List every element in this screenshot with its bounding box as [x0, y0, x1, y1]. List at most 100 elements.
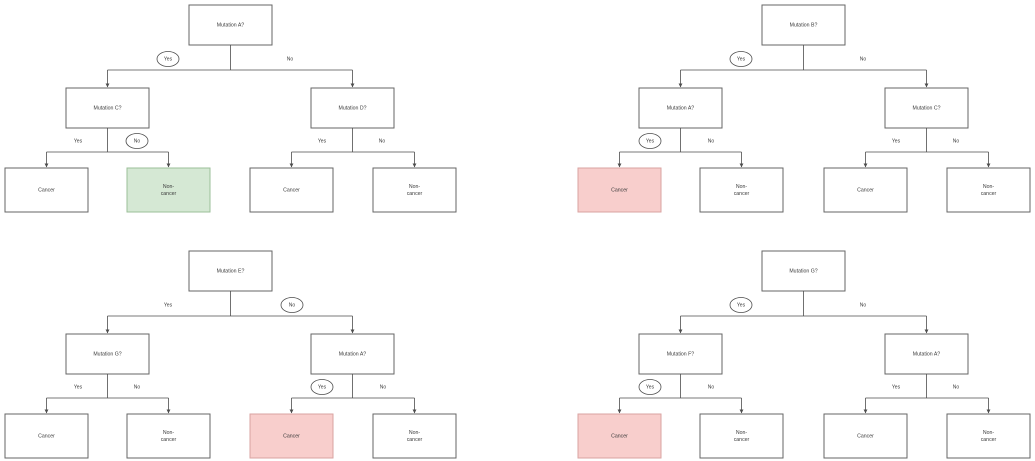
tree-bottom-right-leaf-1-1[interactable]: Non-cancer	[946, 413, 1031, 459]
tree-bottom-left-node-1[interactable]: Mutation A?	[310, 333, 395, 375]
tree-bottom-left-node-1-edges	[289, 374, 417, 414]
tree-top-right-node-0-branch-label-yes[interactable]: Yes	[638, 133, 662, 149]
tree-top-right-leaf-0-1-rect[interactable]	[699, 167, 784, 213]
tree-top-left-leaf-1-0-rect[interactable]	[249, 167, 334, 213]
tree-top-left-node-1-branch-label-yes[interactable]: Yes	[318, 138, 327, 144]
tree-bottom-left-node-0[interactable]: Mutation G?	[65, 333, 150, 375]
tree-bottom-right-leaf-1-0[interactable]: Cancer	[823, 413, 908, 459]
tree-top-right-leaf-1-0[interactable]: Cancer	[823, 167, 908, 213]
tree-bottom-left-node-1-branch-label-yes[interactable]: Yes	[310, 379, 334, 395]
tree-bottom-left-leaf-1-0[interactable]: Cancer	[249, 413, 334, 459]
tree-bottom-left-leaf-1-1[interactable]: Non-cancer	[372, 413, 457, 459]
tree-top-right-node-1-rect[interactable]	[884, 87, 969, 129]
tree-top-left-root-node[interactable]: Mutation A?	[188, 4, 273, 46]
tree-top-right-leaf-0-0-rect[interactable]	[577, 167, 662, 213]
tree-bottom-left-root-branch-label-yes[interactable]: Yes	[164, 302, 173, 308]
tree-bottom-right-node-0-branch-label-no[interactable]: No	[708, 384, 715, 390]
tree-bottom-left-leaf-0-0-rect[interactable]	[4, 413, 89, 459]
tree-top-left-root-branch-badge-yes	[156, 51, 180, 67]
tree-bottom-right-leaf-0-1[interactable]: Non-cancer	[699, 413, 784, 459]
tree-top-right-leaf-1-1-rect[interactable]	[946, 167, 1031, 213]
tree-bottom-left-node-0-label: Mutation G?	[93, 351, 121, 357]
tree-top-right-root-node-rect[interactable]	[761, 4, 846, 46]
tree-bottom-left-leaf-0-0-label: Cancer	[38, 433, 55, 439]
tree-top-left-node-1-branch-label-no[interactable]: No	[379, 138, 386, 144]
tree-bottom-right-leaf-0-1-rect[interactable]	[699, 413, 784, 459]
tree-top-left-node-0-branch-text-yes: Yes	[74, 138, 83, 144]
tree-top-left-node-0-branch-label-no[interactable]: No	[125, 133, 149, 149]
tree-top-left-node-0-rect[interactable]	[65, 87, 150, 129]
tree-bottom-right-node-1-branch-label-yes[interactable]: Yes	[892, 384, 901, 390]
tree-bottom-right-leaf-1-1-rect[interactable]	[946, 413, 1031, 459]
tree-top-left-leaf-1-1-label: Non-	[409, 184, 421, 190]
tree-top-left-leaf-1-0[interactable]: Cancer	[249, 167, 334, 213]
tree-top-right-leaf-1-0-rect[interactable]	[823, 167, 908, 213]
tree-bottom-left-node-0-branch-label-no[interactable]: No	[134, 384, 141, 390]
tree-bottom-right-node-0-edges	[617, 374, 744, 414]
tree-bottom-right-leaf-0-0[interactable]: Cancer	[577, 413, 662, 459]
tree-bottom-right-node-1[interactable]: Mutation A?	[884, 333, 969, 375]
tree-top-left-leaf-0-1[interactable]: Non-cancer	[126, 167, 211, 213]
tree-top-left-leaf-0-1-rect[interactable]	[126, 167, 211, 213]
tree-top-left-node-1-label: Mutation D?	[339, 105, 367, 111]
tree-bottom-left-root-branch-label-no[interactable]: No	[280, 297, 304, 313]
tree-bottom-right-node-1-branch-label-no[interactable]: No	[953, 384, 960, 390]
tree-top-right-root-branch-text-yes: Yes	[737, 56, 746, 62]
tree-top-left-node-1-rect[interactable]	[310, 87, 395, 129]
tree-top-right-node-1[interactable]: Mutation C?	[884, 87, 969, 129]
tree-top-right-node-0-rect[interactable]	[638, 87, 723, 129]
tree-top-right-leaf-0-0[interactable]: Cancer	[577, 167, 662, 213]
tree-top-right-node-1-branch-label-yes[interactable]: Yes	[892, 138, 901, 144]
tree-bottom-right-node-0-rect[interactable]	[638, 333, 723, 375]
tree-top-left-leaf-1-1-rect[interactable]	[372, 167, 457, 213]
tree-top-left-node-1[interactable]: Mutation D?	[310, 87, 395, 129]
tree-bottom-left-root-node[interactable]: Mutation E?	[188, 250, 273, 292]
tree-bottom-right-node-0[interactable]: Mutation F?	[638, 333, 723, 375]
tree-top-left-leaf-1-1[interactable]: Non-cancer	[372, 167, 457, 213]
tree-top-right-node-1-branch-label-no[interactable]: No	[953, 138, 960, 144]
tree-bottom-left-root-branch-text-no: No	[289, 302, 296, 308]
tree-top-right-node-0-branch-text-yes: Yes	[646, 138, 655, 144]
tree-top-right-node-0-branch-label-no[interactable]: No	[708, 138, 715, 144]
tree-bottom-right-leaf-0-0-rect[interactable]	[577, 413, 662, 459]
tree-bottom-right-leaf-1-0-label: Cancer	[857, 433, 874, 439]
tree-bottom-left-leaf-1-0-rect[interactable]	[249, 413, 334, 459]
tree-bottom-left-leaf-1-1-rect[interactable]	[372, 413, 457, 459]
tree-bottom-left-leaf-0-1[interactable]: Non-cancer	[126, 413, 211, 459]
tree-bottom-left-node-0-edges	[44, 374, 171, 414]
tree-top-left-root-branch-label-no[interactable]: No	[287, 56, 294, 62]
tree-bottom-right-root-node[interactable]: Mutation G?	[761, 250, 846, 292]
tree-top-left-root-branch-text-no: No	[287, 56, 294, 62]
tree-top-left-root-node-rect[interactable]	[188, 4, 273, 46]
tree-bottom-left-leaf-0-1-rect[interactable]	[126, 413, 211, 459]
tree-bottom-left-root-branch-badge-no	[280, 297, 304, 313]
tree-top-left-root-branch-label-yes[interactable]: Yes	[156, 51, 180, 67]
tree-bottom-right-node-0-branch-text-no: No	[708, 384, 715, 390]
tree-bottom-left-node-0-branch-label-yes[interactable]: Yes	[74, 384, 83, 390]
tree-top-right-leaf-0-1[interactable]: Non-cancer	[699, 167, 784, 213]
tree-top-right-root-branch-label-yes[interactable]: Yes	[729, 51, 753, 67]
tree-top-right-root-branch-label-no[interactable]: No	[860, 56, 867, 62]
tree-bottom-right-root-branch-label-yes[interactable]: Yes	[729, 297, 753, 313]
tree-bottom-right-node-0-branch-label-yes[interactable]: Yes	[638, 379, 662, 395]
tree-bottom-left-node-1-branch-label-no[interactable]: No	[380, 384, 387, 390]
tree-bottom-left-leaf-0-0[interactable]: Cancer	[4, 413, 89, 459]
tree-top-left-leaf-0-0[interactable]: Cancer	[4, 167, 89, 213]
tree-top-left-node-0[interactable]: Mutation C?	[65, 87, 150, 129]
tree-bottom-left-node-0-rect[interactable]	[65, 333, 150, 375]
tree-top-right-node-0[interactable]: Mutation A?	[638, 87, 723, 129]
tree-top-right-leaf-1-1[interactable]: Non-cancer	[946, 167, 1031, 213]
tree-top-right-root-node[interactable]: Mutation B?	[761, 4, 846, 46]
tree-bottom-right-root-node-rect[interactable]	[761, 250, 846, 292]
tree-bottom-right-leaf-1-0-rect[interactable]	[823, 413, 908, 459]
tree-top-right-root-branch-badge-yes	[729, 51, 753, 67]
tree-bottom-right-node-1-rect[interactable]	[884, 333, 969, 375]
tree-top-left-node-0-branch-label-yes[interactable]: Yes	[74, 138, 83, 144]
tree-top-right-node-0-branch-text-no: No	[708, 138, 715, 144]
tree-top-left-root-edges	[105, 45, 355, 88]
tree-bottom-right-leaf-1-1-label: Non-	[983, 430, 995, 436]
tree-bottom-left-root-node-rect[interactable]	[188, 250, 273, 292]
tree-top-left-leaf-0-0-rect[interactable]	[4, 167, 89, 213]
tree-bottom-right-root-branch-label-no[interactable]: No	[860, 302, 867, 308]
tree-bottom-right-node-0-branch-text-yes: Yes	[646, 384, 655, 390]
